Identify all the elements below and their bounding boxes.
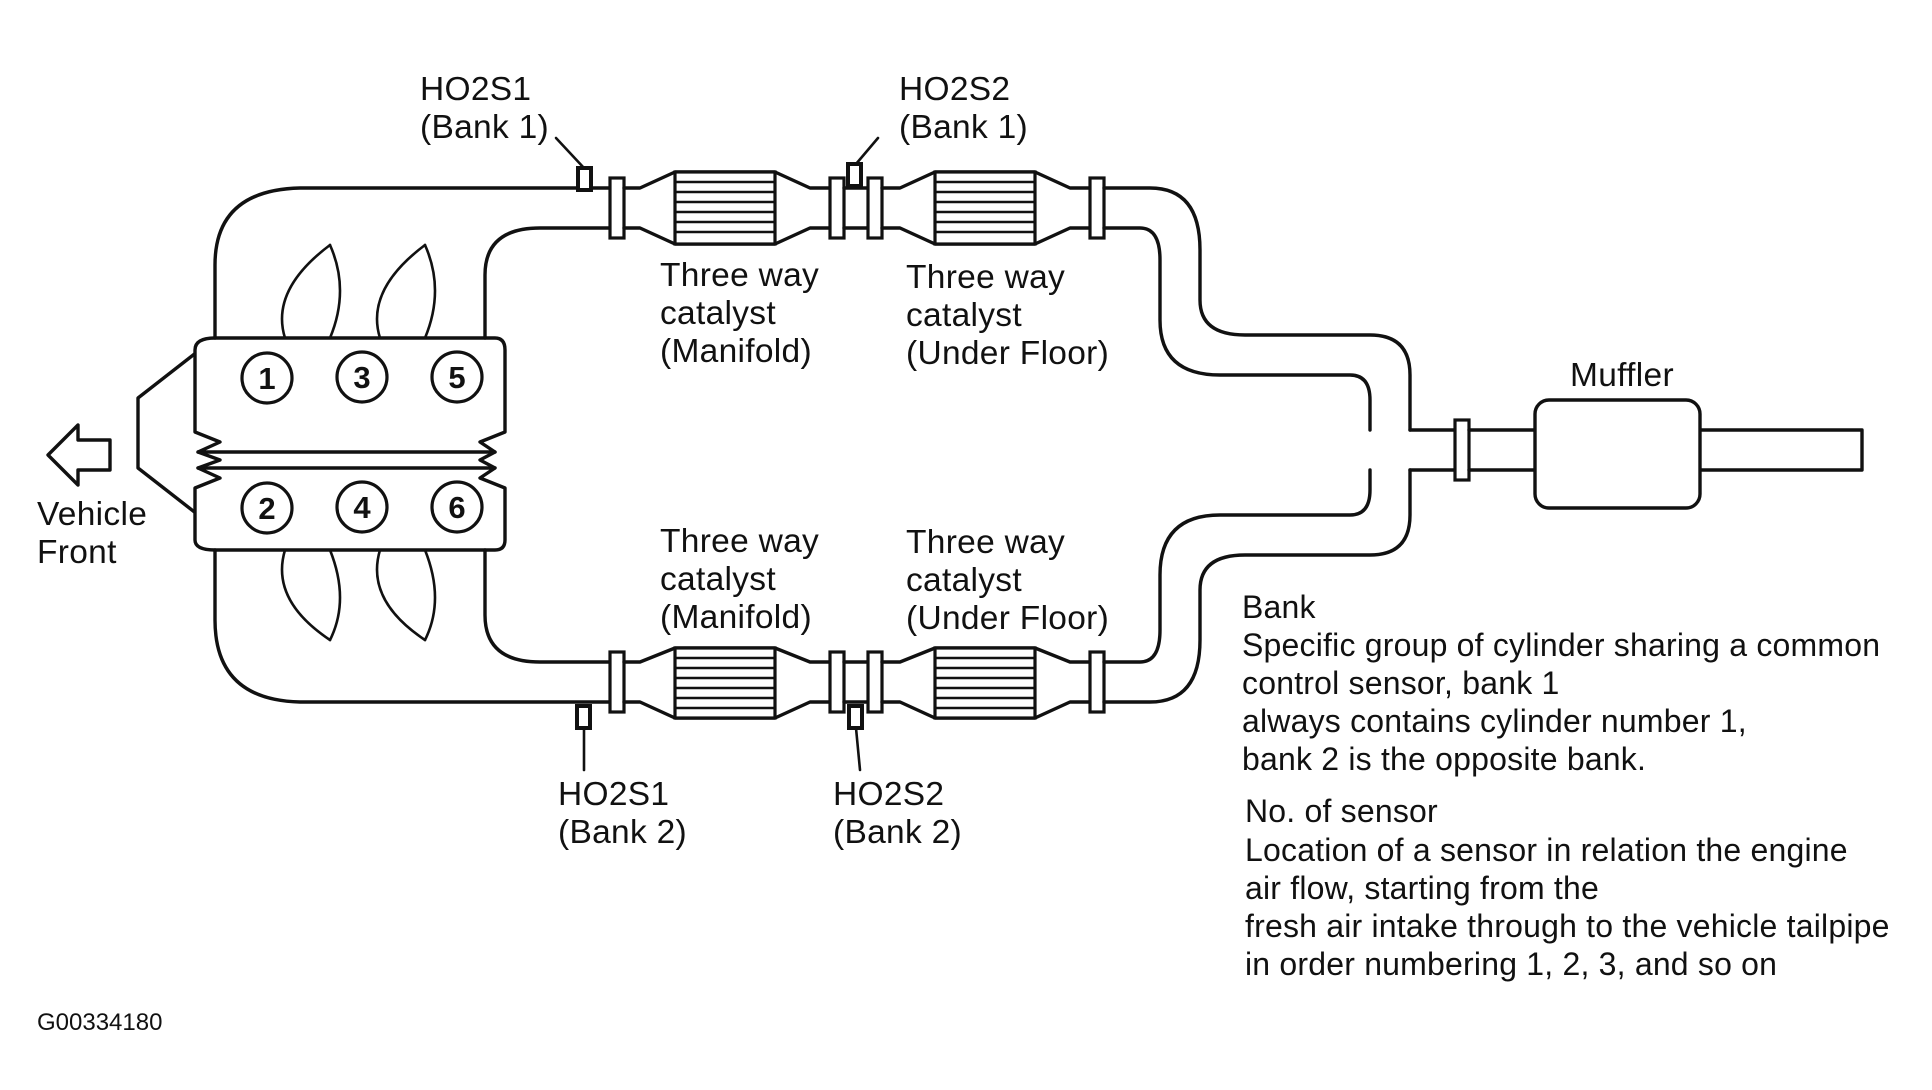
ho2s1-bank1-sensor: [554, 136, 593, 192]
sensor-note-title: No. of sensor: [1245, 793, 1438, 829]
catalyst-manifold-bank1-label-line1: Three way: [660, 257, 819, 294]
cylinder-3: 3: [335, 350, 389, 404]
catalyst-manifold-bank1: [673, 170, 777, 246]
bank-note-line: always contains cylinder number 1,: [1242, 703, 1747, 739]
vehicle-front-label-line1: Vehicle: [37, 496, 147, 533]
catalyst-under-floor-bank2: [933, 646, 1037, 720]
catalyst-under-floor-bank2-label-line2: catalyst: [906, 562, 1022, 599]
catalyst-manifold-bank2-label-line1: Three way: [660, 523, 819, 560]
sensor-number-note: No. of sensor Location of a sensor in re…: [1245, 793, 1890, 982]
catalyst-under-floor-bank2-label-line1: Three way: [906, 524, 1065, 561]
catalyst-manifold-bank2-label-line2: catalyst: [660, 561, 776, 598]
sensor-note-line: in order numbering 1, 2, 3, and so on: [1245, 946, 1777, 982]
cylinder-6: 6: [430, 480, 484, 534]
tailpipe: [1408, 418, 1864, 482]
intake-runners-bank1: [280, 243, 437, 340]
catalyst-manifold-bank1-label-line2: catalyst: [660, 295, 776, 332]
ho2s2-bank1-bank: (Bank 1): [899, 109, 1028, 146]
bank-definition-note: Bank Specific group of cylinder sharing …: [1242, 589, 1880, 777]
figure-code: G00334180: [37, 1009, 162, 1036]
cylinder-label: 5: [448, 360, 465, 395]
cylinder-5: 5: [430, 350, 484, 404]
cylinder-label: 2: [258, 491, 275, 526]
muffler: [1533, 398, 1702, 510]
intake-runners-bank2: [280, 548, 437, 642]
catalyst-under-floor-bank1-label-line3: (Under Floor): [906, 335, 1109, 372]
cylinder-4: 4: [335, 480, 389, 534]
exhaust-pipe-bank1: [213, 170, 1412, 432]
vehicle-front-arrow-icon: [46, 423, 112, 487]
ho2s1-bank1-bank: (Bank 1): [420, 109, 549, 146]
catalyst-under-floor-bank2-label-line3: (Under Floor): [906, 600, 1109, 637]
catalyst-manifold-bank1-label-line3: (Manifold): [660, 333, 812, 370]
ho2s1-bank2-name: HO2S1: [558, 776, 669, 813]
bank-note-line: Specific group of cylinder sharing a com…: [1242, 627, 1880, 663]
ho2s2-bank2-sensor: [847, 704, 864, 772]
ho2s2-bank1-name: HO2S2: [899, 71, 1010, 108]
muffler-label: Muffler: [1570, 357, 1674, 394]
catalyst-manifold-bank2: [673, 646, 777, 720]
ho2s1-bank1-name: HO2S1: [420, 71, 531, 108]
sensor-note-line: air flow, starting from the: [1245, 870, 1599, 906]
ho2s1-bank2-bank: (Bank 2): [558, 814, 687, 851]
cylinder-label: 1: [258, 361, 275, 396]
catalyst-manifold-bank2-label-line3: (Manifold): [660, 599, 812, 636]
ho2s1-bank2-sensor: [575, 704, 592, 772]
sensor-note-line: fresh air intake through to the vehicle …: [1245, 908, 1890, 944]
cylinder-label: 3: [353, 360, 370, 395]
bank-note-title: Bank: [1242, 589, 1317, 625]
ho2s2-bank2-bank: (Bank 2): [833, 814, 962, 851]
vehicle-front-label-line2: Front: [37, 534, 117, 571]
cylinder-1: 1: [240, 351, 294, 405]
sensor-note-line: Location of a sensor in relation the eng…: [1245, 832, 1848, 868]
ho2s2-bank1-sensor: [846, 136, 880, 188]
cylinder-label: 4: [353, 490, 371, 525]
cylinder-2: 2: [240, 481, 294, 535]
catalyst-under-floor-bank1-label-line1: Three way: [906, 259, 1065, 296]
bank-note-line: control sensor, bank 1: [1242, 665, 1559, 701]
bank-note-line: bank 2 is the opposite bank.: [1242, 741, 1646, 777]
ho2s2-bank2-name: HO2S2: [833, 776, 944, 813]
catalyst-under-floor-bank1: [933, 170, 1037, 246]
cylinder-label: 6: [448, 490, 465, 525]
catalyst-under-floor-bank1-label-line2: catalyst: [906, 297, 1022, 334]
